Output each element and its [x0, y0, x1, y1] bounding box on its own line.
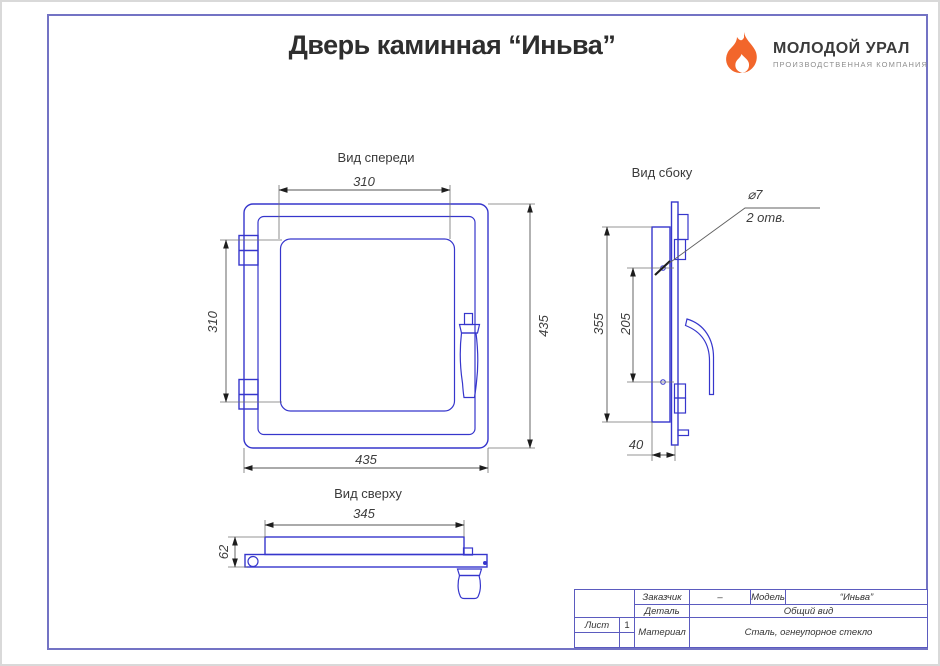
- side-bracket-bottom: [673, 383, 690, 437]
- top-latch-key: [462, 547, 474, 556]
- sheet-inner-border: [47, 14, 928, 650]
- front-glass: [279, 238, 456, 412]
- top-door-leaf: [264, 536, 465, 556]
- front-dim-right-height: 435: [535, 315, 551, 337]
- front-dim-left-height: 310: [204, 311, 220, 333]
- title-block: Заказчик – Модель “Иньва” Деталь Общий в…: [574, 589, 928, 648]
- material-value: Сталь, огнеупорное стекло: [744, 627, 873, 638]
- front-hinge-bottom: [238, 378, 259, 410]
- top-view: [244, 536, 488, 600]
- front-dim-top-width: 310: [353, 173, 375, 189]
- front-outer-frame: [243, 203, 489, 449]
- side-dim-hole-spacing: 205: [617, 313, 633, 335]
- side-bracket-top: [673, 213, 689, 261]
- dimension-lines: [223, 187, 676, 568]
- front-handle: [458, 312, 481, 399]
- side-view-label: Вид сбоку: [631, 165, 693, 180]
- drawing-title: Дверь каминная “Иньва”: [288, 30, 616, 60]
- top-dim-width: 345: [353, 505, 375, 521]
- side-handle: [684, 318, 715, 396]
- part-label: Деталь: [635, 605, 690, 618]
- hole-diameter-note: ⌀7: [747, 187, 763, 202]
- material-label: Материал: [635, 618, 690, 647]
- top-handle: [456, 568, 483, 600]
- side-dim-depth: 40: [628, 436, 644, 452]
- flame-icon: [726, 32, 757, 73]
- hole-count-note: 2 отв.: [746, 209, 786, 225]
- front-hinge-top: [238, 234, 259, 266]
- top-screw: [483, 561, 487, 565]
- title-block-empty-top: [575, 590, 635, 618]
- model-value: “Иньва”: [786, 590, 927, 605]
- sheet-label: Лист: [575, 618, 620, 633]
- customer-label: Заказчик: [635, 590, 690, 605]
- top-hinge-pin: [247, 555, 259, 568]
- side-view: [651, 201, 715, 446]
- model-label: Модель: [751, 590, 786, 605]
- top-view-label: Вид сверху: [334, 486, 402, 501]
- title-block-empty-b1: [575, 633, 620, 647]
- front-view-label: Вид спереди: [337, 150, 415, 165]
- hole-leader: [654, 207, 820, 276]
- top-frame-flange: [244, 553, 488, 568]
- logo-text: МОЛОДОЙ УРАЛ ПРОИЗВОДСТВЕННАЯ КОМПАНИЯ: [773, 40, 928, 69]
- front-view: [238, 203, 489, 449]
- title-block-empty-b2: [620, 633, 635, 647]
- sheet-value: 1: [620, 618, 635, 633]
- front-door-leaf: [257, 215, 476, 436]
- customer-value: –: [690, 590, 751, 605]
- front-dim-bottom-width: 435: [355, 451, 377, 467]
- logo-company-name: МОЛОДОЙ УРАЛ: [773, 40, 910, 57]
- side-dim-outer-height: 355: [590, 313, 606, 335]
- side-door-plate: [651, 226, 671, 423]
- part-value: Общий вид: [690, 605, 927, 618]
- top-dim-depth: 62: [215, 544, 231, 560]
- logo-company-subtitle: ПРОИЗВОДСТВЕННАЯ КОМПАНИЯ: [773, 60, 929, 69]
- company-logo: МОЛОДОЙ УРАЛ ПРОИЗВОДСТВЕННАЯ КОМПАНИЯ: [722, 31, 928, 78]
